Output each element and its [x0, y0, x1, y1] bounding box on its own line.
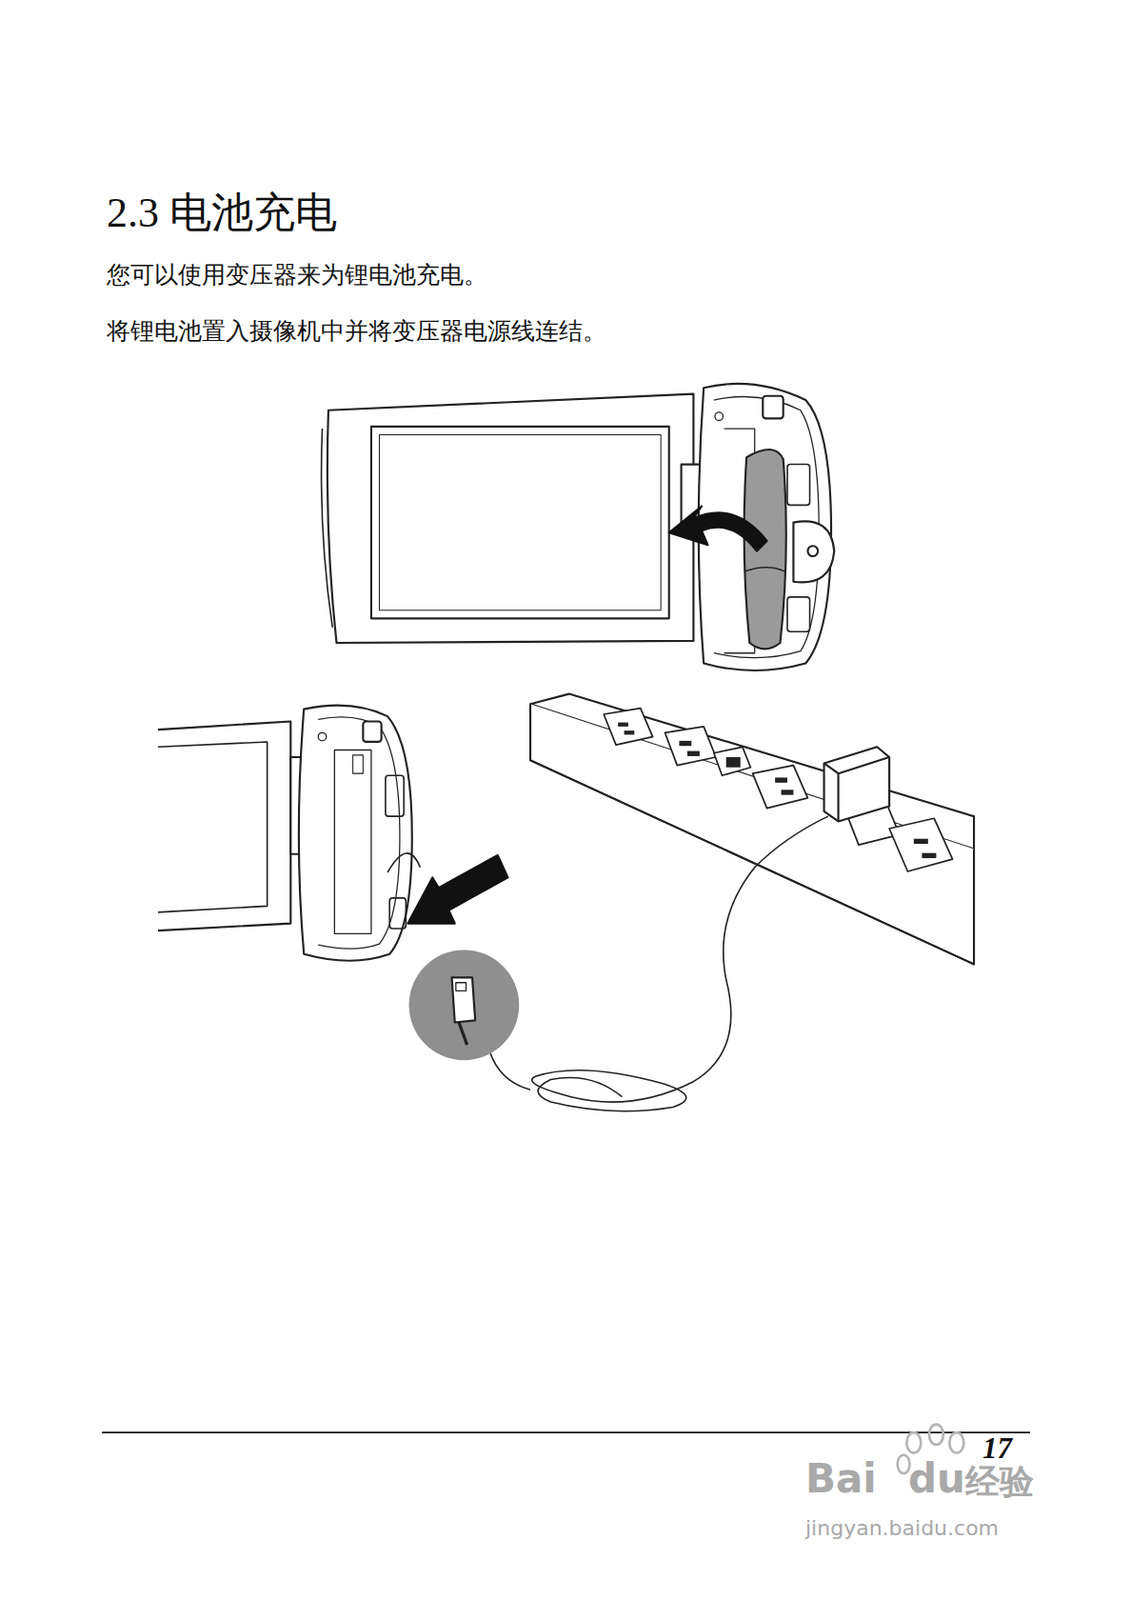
page-number: 17: [982, 1430, 1012, 1466]
watermark: Bai: [805, 1454, 877, 1502]
watermark: 经验: [965, 1458, 1034, 1506]
body-text: 您可以使用变压器来为锂电池充电。: [106, 258, 488, 291]
section-heading: 2.3 电池充电: [106, 184, 338, 241]
body-text: 将锂电池置入摄像机中并将变压器电源线连结。: [106, 315, 607, 347]
watermark-url: jingyan.baidu.com: [805, 1515, 999, 1540]
watermark: du: [908, 1454, 966, 1502]
